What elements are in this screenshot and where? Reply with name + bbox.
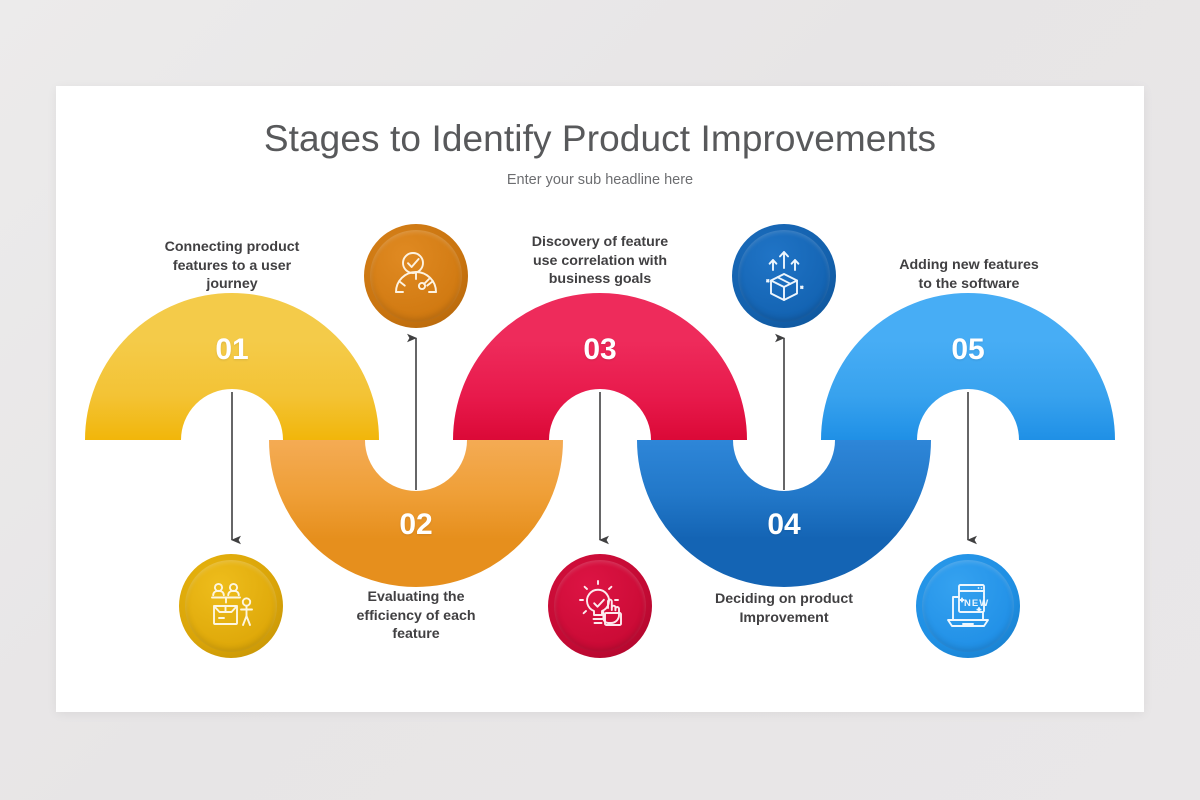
stage-number-03: 03 xyxy=(583,333,617,366)
efficiency-gauge-icon xyxy=(395,252,437,293)
stage-number-04: 04 xyxy=(767,508,801,541)
stage-label-01: Connecting product features to a user jo… xyxy=(164,239,300,293)
svg-text:NEW: NEW xyxy=(964,598,989,609)
new-software-icon: NEW xyxy=(947,584,989,627)
stage-label-03: Discovery of feature use correlation wit… xyxy=(531,234,669,288)
stage-number-01: 01 xyxy=(215,333,249,366)
page-title: Stages to Identify Product Improvements xyxy=(263,118,937,159)
stage-icon-circle-02[interactable] xyxy=(364,224,468,328)
user-journey-icon xyxy=(211,582,253,626)
stage-label-05: Adding new features to the software xyxy=(899,257,1039,292)
stage-icon-circle-01[interactable] xyxy=(179,554,283,658)
stage-icon-circle-03[interactable] xyxy=(548,554,652,658)
stage-label-02: Evaluating the efficiency of each featur… xyxy=(356,589,476,643)
page-subtitle: Enter your sub headline here xyxy=(506,172,694,188)
stage-label-04: Deciding on product Improvement xyxy=(715,591,853,626)
stage-number-05: 05 xyxy=(951,333,985,366)
stage-icon-circle-05[interactable]: NEW xyxy=(916,554,1020,658)
product-growth-icon xyxy=(766,251,804,301)
idea-selection-icon xyxy=(579,580,622,626)
stage-icon-circle-04[interactable] xyxy=(732,224,836,328)
stage-number-02: 02 xyxy=(399,508,433,541)
